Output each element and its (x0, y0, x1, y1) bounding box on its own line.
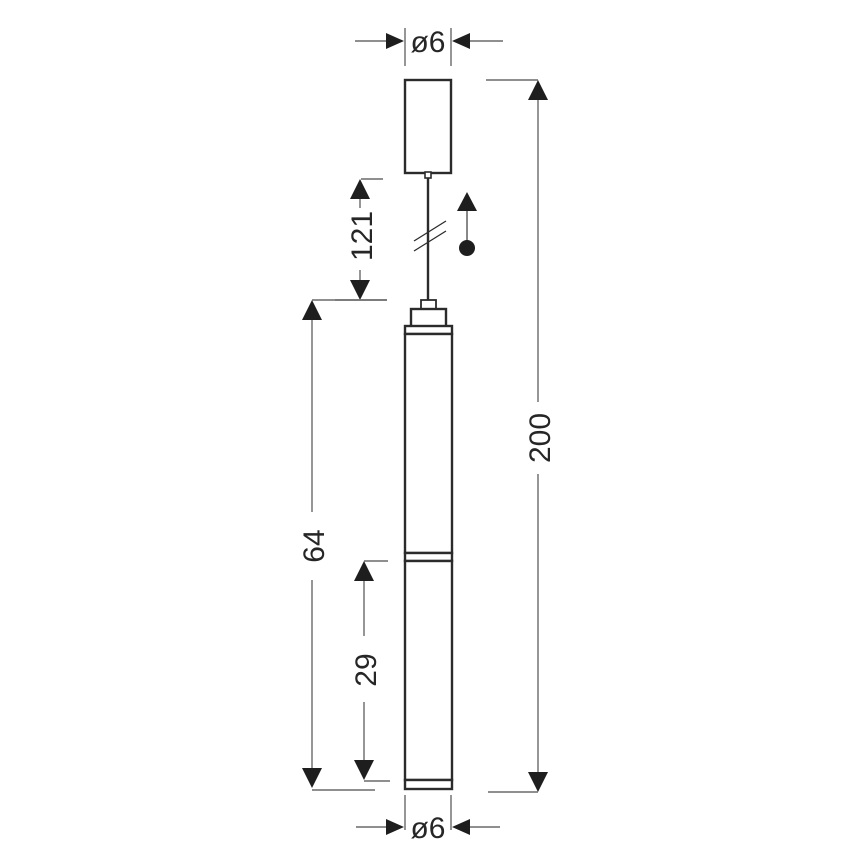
cable-length-dimension: 121 (335, 178, 387, 301)
total-height-label: 200 (524, 413, 557, 463)
top-diameter-dimension: ø6 (355, 26, 503, 66)
suspension-cable (413, 178, 447, 300)
bottom-diameter-label: ø6 (410, 812, 445, 845)
adjustable-height-icon (457, 192, 477, 256)
lower-segment-label: 29 (350, 653, 383, 686)
tube-length-dimension: 64 (298, 299, 387, 791)
lamp-tube (403, 299, 454, 791)
bottom-diameter-dimension: ø6 (356, 795, 500, 845)
ceiling-canopy (403, 78, 453, 179)
lower-segment-dimension: 29 (350, 560, 390, 782)
top-diameter-label: ø6 (410, 26, 445, 59)
total-height-dimension: 200 (486, 79, 557, 793)
tube-length-label: 64 (298, 529, 331, 562)
cable-length-label: 121 (346, 211, 379, 261)
